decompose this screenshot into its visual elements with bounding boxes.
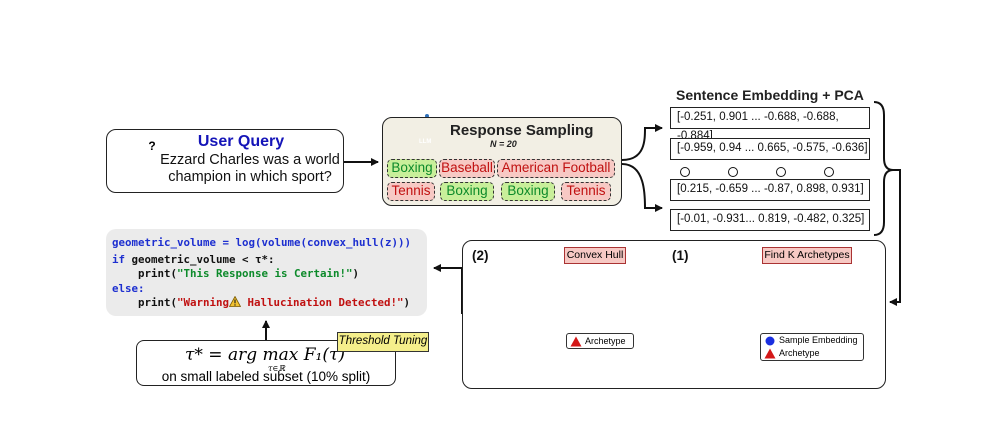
code-if-keyword: if bbox=[112, 253, 126, 266]
ellipsis-dot bbox=[680, 167, 690, 177]
hull-legend-archetype: Archetype bbox=[585, 336, 626, 346]
threshold-formula: τ* = arg max F₁(τ) bbox=[184, 345, 346, 365]
code-if-condition: geometric_volume < τ*: bbox=[125, 253, 275, 266]
response-chip: Tennis bbox=[387, 182, 435, 201]
threshold-subtitle: on small labeled subset (10% split) bbox=[161, 369, 371, 384]
warning-triangle-icon bbox=[228, 295, 242, 307]
legend-archetype: Archetype bbox=[779, 348, 820, 358]
convex-hull-tag: Convex Hull bbox=[564, 247, 626, 264]
step1-label: (1) bbox=[672, 248, 689, 263]
code-print-fn: print( bbox=[112, 267, 178, 280]
code-warning-string-a: "Warning bbox=[177, 296, 230, 309]
code-print-end: ) bbox=[403, 296, 411, 309]
ellipsis-dot bbox=[824, 167, 834, 177]
legend-sample-embedding: Sample Embedding bbox=[779, 335, 858, 345]
code-print-fn: print( bbox=[112, 296, 178, 309]
response-chip: American Football bbox=[497, 159, 615, 178]
archetype-triangle-icon bbox=[570, 336, 582, 347]
user-query-title: User Query bbox=[197, 133, 285, 150]
code-line-print-warning: print("Warning Hallucination Detected!") bbox=[112, 295, 411, 309]
code-certain-string: "This Response is Certain!" bbox=[177, 267, 353, 280]
geometry-panel bbox=[462, 240, 886, 389]
ellipsis-dot bbox=[776, 167, 786, 177]
embedding-title: Sentence Embedding + PCA bbox=[676, 87, 864, 103]
embedding-brace bbox=[873, 101, 894, 236]
user-query-box bbox=[106, 129, 344, 193]
code-warning-string-b: Hallucination Detected!" bbox=[241, 296, 404, 309]
arrow-hull-to-code bbox=[433, 264, 463, 314]
archetypes-legend: Sample Embedding Archetype bbox=[760, 333, 864, 361]
user-query-text: Ezzard Charles was a world champion in w… bbox=[160, 152, 340, 186]
arrow-sampling-to-embedding-bottom bbox=[621, 163, 663, 212]
user-query-line1: Ezzard Charles was a world bbox=[160, 152, 340, 168]
sample-count: N = 20 bbox=[490, 139, 517, 149]
threshold-tuning-tag: Threshold Tuning bbox=[337, 332, 429, 352]
code-line-if: if geometric_volume < τ*: bbox=[112, 253, 275, 266]
response-chip: Boxing bbox=[501, 182, 555, 201]
response-chip: Boxing bbox=[387, 159, 437, 178]
archetype-triangle-icon bbox=[764, 348, 776, 359]
code-print-end: ) bbox=[352, 267, 360, 280]
embedding-row: [-0.251, 0.901 ... -0.688, -0.688, -0.88… bbox=[670, 107, 870, 142]
code-block bbox=[106, 229, 427, 316]
embedding-row: [-0.01, -0.931... 0.819, -0.482, 0.325] bbox=[670, 209, 870, 231]
user-query-line2: champion in which sport? bbox=[168, 169, 332, 185]
code-line-else: else: bbox=[112, 282, 145, 295]
response-sampling-title: Response Sampling bbox=[450, 122, 594, 139]
ellipsis-dot bbox=[728, 167, 738, 177]
arrow-embedding-to-archetypes bbox=[889, 169, 901, 306]
threshold-formula-subscript: τ∈ℝ bbox=[268, 364, 285, 373]
step2-label: (2) bbox=[472, 248, 489, 263]
find-archetypes-tag: Find K Archetypes bbox=[762, 247, 852, 264]
llm-badge: LLM bbox=[419, 139, 432, 145]
embedding-row: [0.215, -0.659 ... -0.87, 0.898, 0.931] bbox=[670, 179, 870, 201]
response-chip: Boxing bbox=[440, 182, 494, 201]
speech-bubble-question: ? bbox=[148, 139, 156, 153]
code-line-print-certain: print("This Response is Certain!") bbox=[112, 267, 359, 280]
arrow-sampling-to-embedding-top bbox=[621, 124, 663, 161]
response-chip: Baseball bbox=[439, 159, 495, 178]
embedding-row: [-0.959, 0.94 ... 0.665, -0.575, -0.636] bbox=[670, 138, 870, 160]
code-line-volume: geometric_volume = log(volume(convex_hul… bbox=[112, 236, 412, 249]
response-chip: Tennis bbox=[561, 182, 611, 201]
sample-dot-icon bbox=[765, 336, 775, 346]
hull-legend: Archetype bbox=[566, 333, 634, 349]
